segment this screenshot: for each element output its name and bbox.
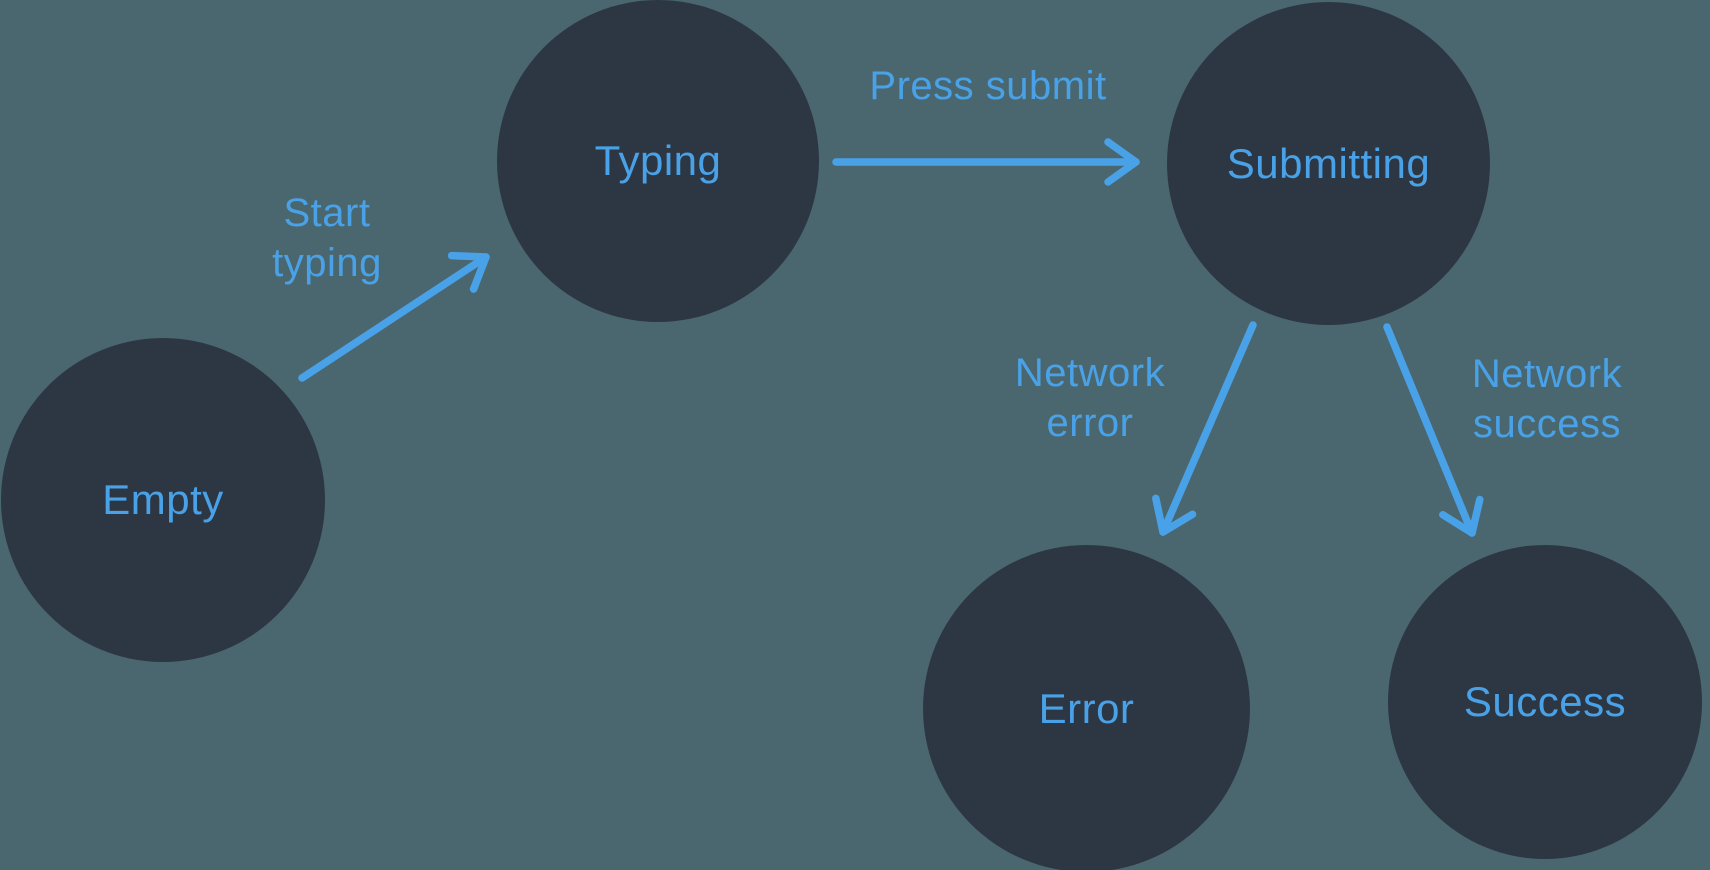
transition-label-network-success: Network success xyxy=(1471,352,1623,446)
transition-label-press-submit: Press submit xyxy=(869,64,1107,108)
state-label-typing: Typing xyxy=(594,137,722,184)
state-label-error: Error xyxy=(1038,684,1135,732)
transition-label-start-typing: Start typing xyxy=(272,191,382,285)
state-label-submitting: Submitting xyxy=(1226,139,1431,187)
state-node-error: Error xyxy=(923,545,1250,870)
arrow-start-typing xyxy=(298,251,490,382)
state-node-submitting: Submitting xyxy=(1167,2,1490,325)
state-node-typing: Typing xyxy=(497,0,819,322)
state-label-success: Success xyxy=(1463,678,1627,725)
state-node-empty: Empty xyxy=(1,338,325,662)
transition-label-network-error: Network error xyxy=(1014,351,1166,445)
arrow-network-success xyxy=(1383,323,1484,537)
state-node-success: Success xyxy=(1388,545,1702,859)
state-label-empty: Empty xyxy=(102,476,224,523)
arrow-network-error xyxy=(1152,321,1257,536)
